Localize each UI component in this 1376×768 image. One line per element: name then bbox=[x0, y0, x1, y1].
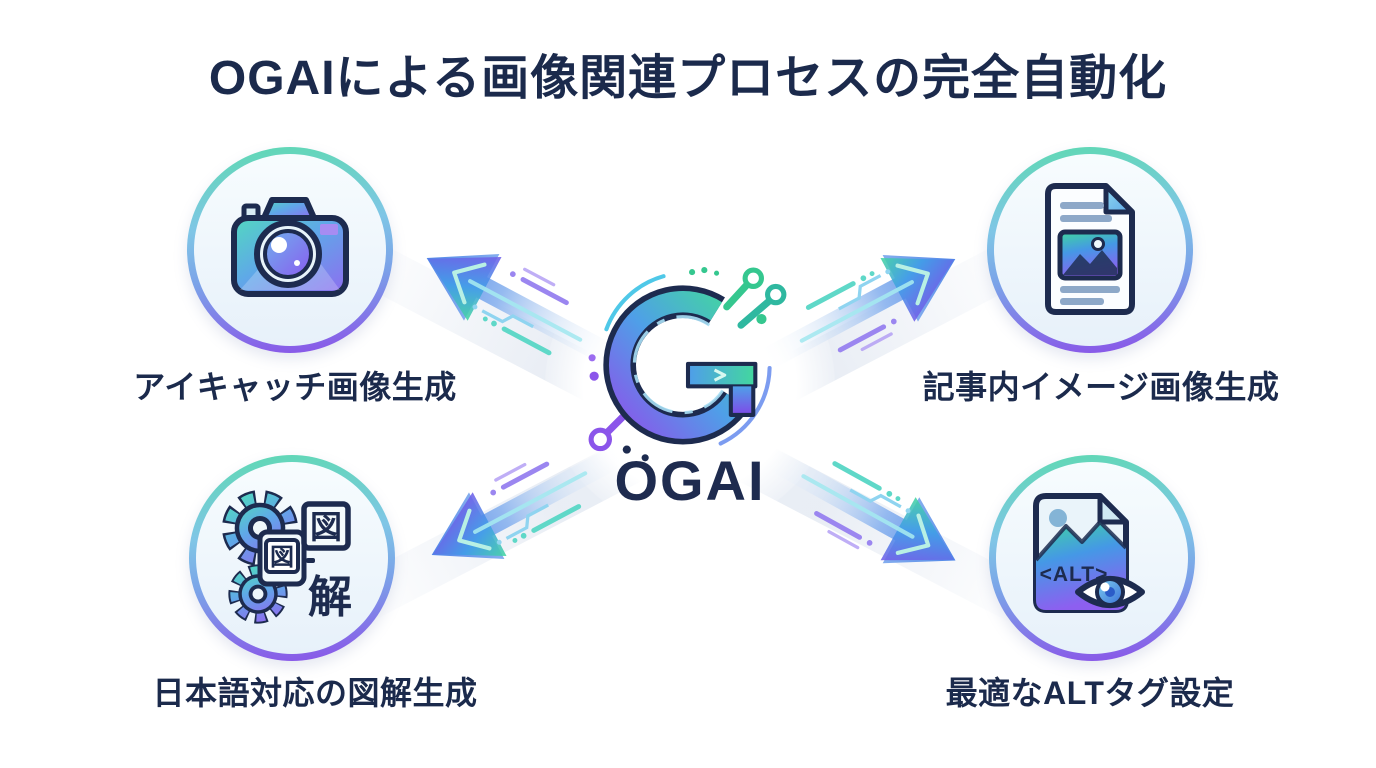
ogai-wordmark: OGAI bbox=[614, 449, 766, 512]
feature-label-alt-tag: 最適なALTタグ設定 bbox=[945, 675, 1235, 711]
feature-circle-inner: 図 図 解 bbox=[196, 462, 388, 654]
diagram-gears-icon: 図 図 解 bbox=[222, 490, 352, 624]
diagram-large-kanji: 図 bbox=[310, 509, 342, 545]
feature-circle-inner: <ALT> bbox=[996, 462, 1188, 654]
feature-label-article-image: 記事内イメージ画像生成 bbox=[922, 369, 1280, 405]
feature-circle-inner bbox=[194, 154, 386, 346]
feature-circle-alt-tag: <ALT> bbox=[989, 455, 1195, 661]
ogai-logo-icon bbox=[588, 267, 787, 462]
article-image-icon bbox=[1045, 183, 1135, 315]
feature-circle-article-image bbox=[987, 147, 1193, 353]
feature-circle-diagram: 図 図 解 bbox=[189, 455, 395, 661]
diagram-small-kanji: 図 bbox=[270, 544, 294, 571]
feature-circle-inner bbox=[994, 154, 1186, 346]
feature-label-diagram: 日本語対応の図解生成 bbox=[152, 675, 478, 711]
feature-circle-eyecatch bbox=[187, 147, 393, 353]
feature-label-eyecatch: アイキャッチ画像生成 bbox=[133, 369, 457, 405]
alt-tag-text: <ALT> bbox=[1040, 563, 1109, 586]
eye-icon bbox=[1075, 576, 1145, 608]
page-title: OGAIによる画像関連プロセスの完全自動化 bbox=[208, 52, 1168, 105]
camera-icon bbox=[231, 197, 349, 297]
diagram-kai-kanji: 解 bbox=[308, 573, 352, 622]
alt-tag-eye-icon: <ALT> bbox=[1033, 493, 1145, 613]
